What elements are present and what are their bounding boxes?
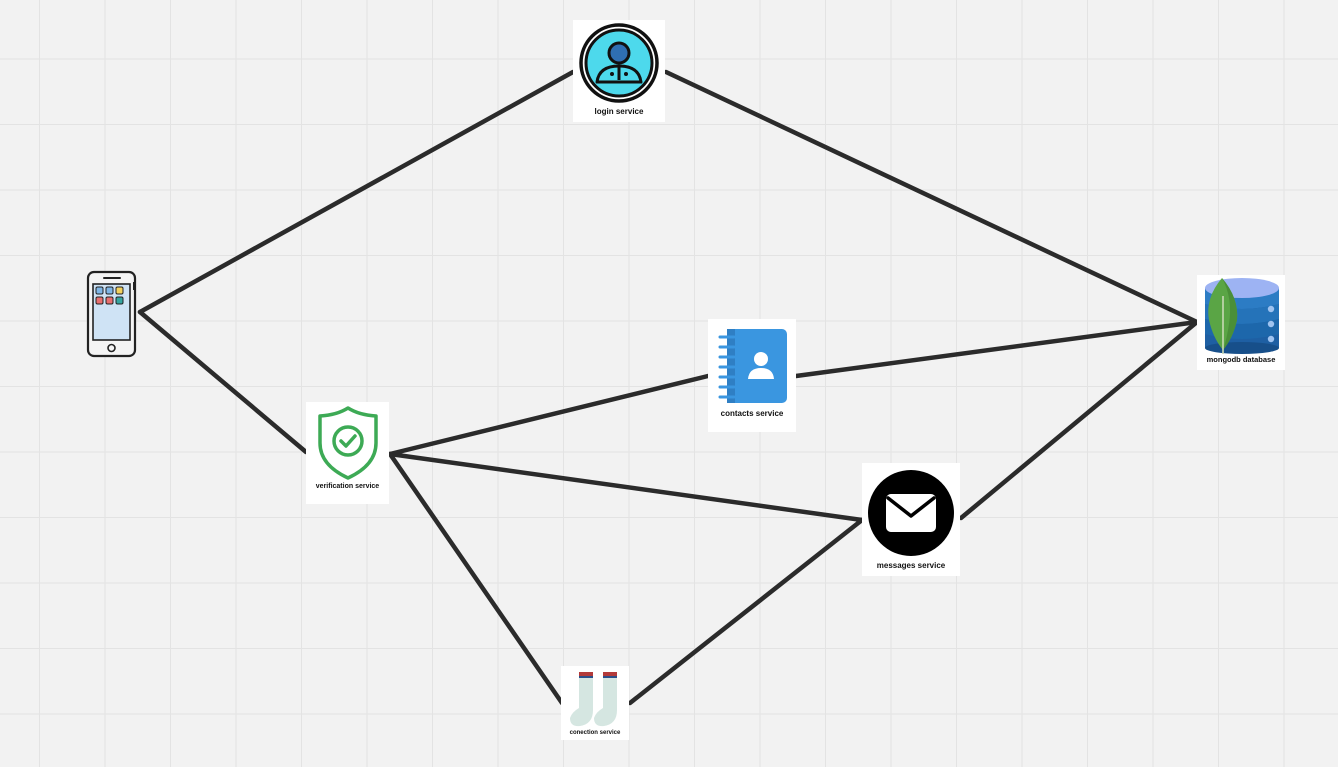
edge-messages-mongodb bbox=[958, 319, 1200, 521]
smartphone-icon bbox=[86, 270, 137, 358]
messages-service-node[interactable]: messages service bbox=[862, 463, 960, 576]
edge-verification-messages bbox=[387, 451, 865, 523]
edge-phone-login bbox=[137, 69, 576, 315]
login-service-label: login service bbox=[594, 107, 644, 116]
login-service-node[interactable]: login service bbox=[573, 20, 665, 122]
connection-service-node[interactable]: conection service bbox=[561, 666, 629, 740]
envelope-icon bbox=[868, 470, 954, 556]
mongodb-database-label: mongodb database bbox=[1206, 355, 1276, 364]
verification-service-label: verification service bbox=[315, 483, 380, 490]
socks-icon bbox=[570, 672, 617, 727]
user-avatar-icon bbox=[579, 23, 659, 103]
mongodb-database-node[interactable]: mongodb database bbox=[1197, 275, 1285, 370]
edge-verification-connection bbox=[387, 451, 565, 706]
client-phone-node[interactable] bbox=[84, 270, 140, 358]
edge-contacts-mongodb bbox=[793, 319, 1200, 379]
messages-service-label: messages service bbox=[876, 561, 946, 570]
contacts-service-label: contacts service bbox=[720, 409, 784, 418]
contacts-service-node[interactable]: contacts service bbox=[708, 319, 796, 432]
shield-check-icon bbox=[317, 406, 378, 480]
edge-verification-contacts bbox=[387, 373, 711, 457]
edge-connection-messages bbox=[627, 517, 865, 706]
mongodb-database-icon bbox=[1205, 278, 1279, 354]
edge-phone-verification bbox=[137, 309, 309, 455]
verification-service-node[interactable]: verification service bbox=[306, 402, 389, 504]
edge-login-mongodb bbox=[663, 69, 1200, 325]
address-book-icon bbox=[718, 329, 787, 403]
connection-service-label: conection service bbox=[569, 730, 621, 736]
